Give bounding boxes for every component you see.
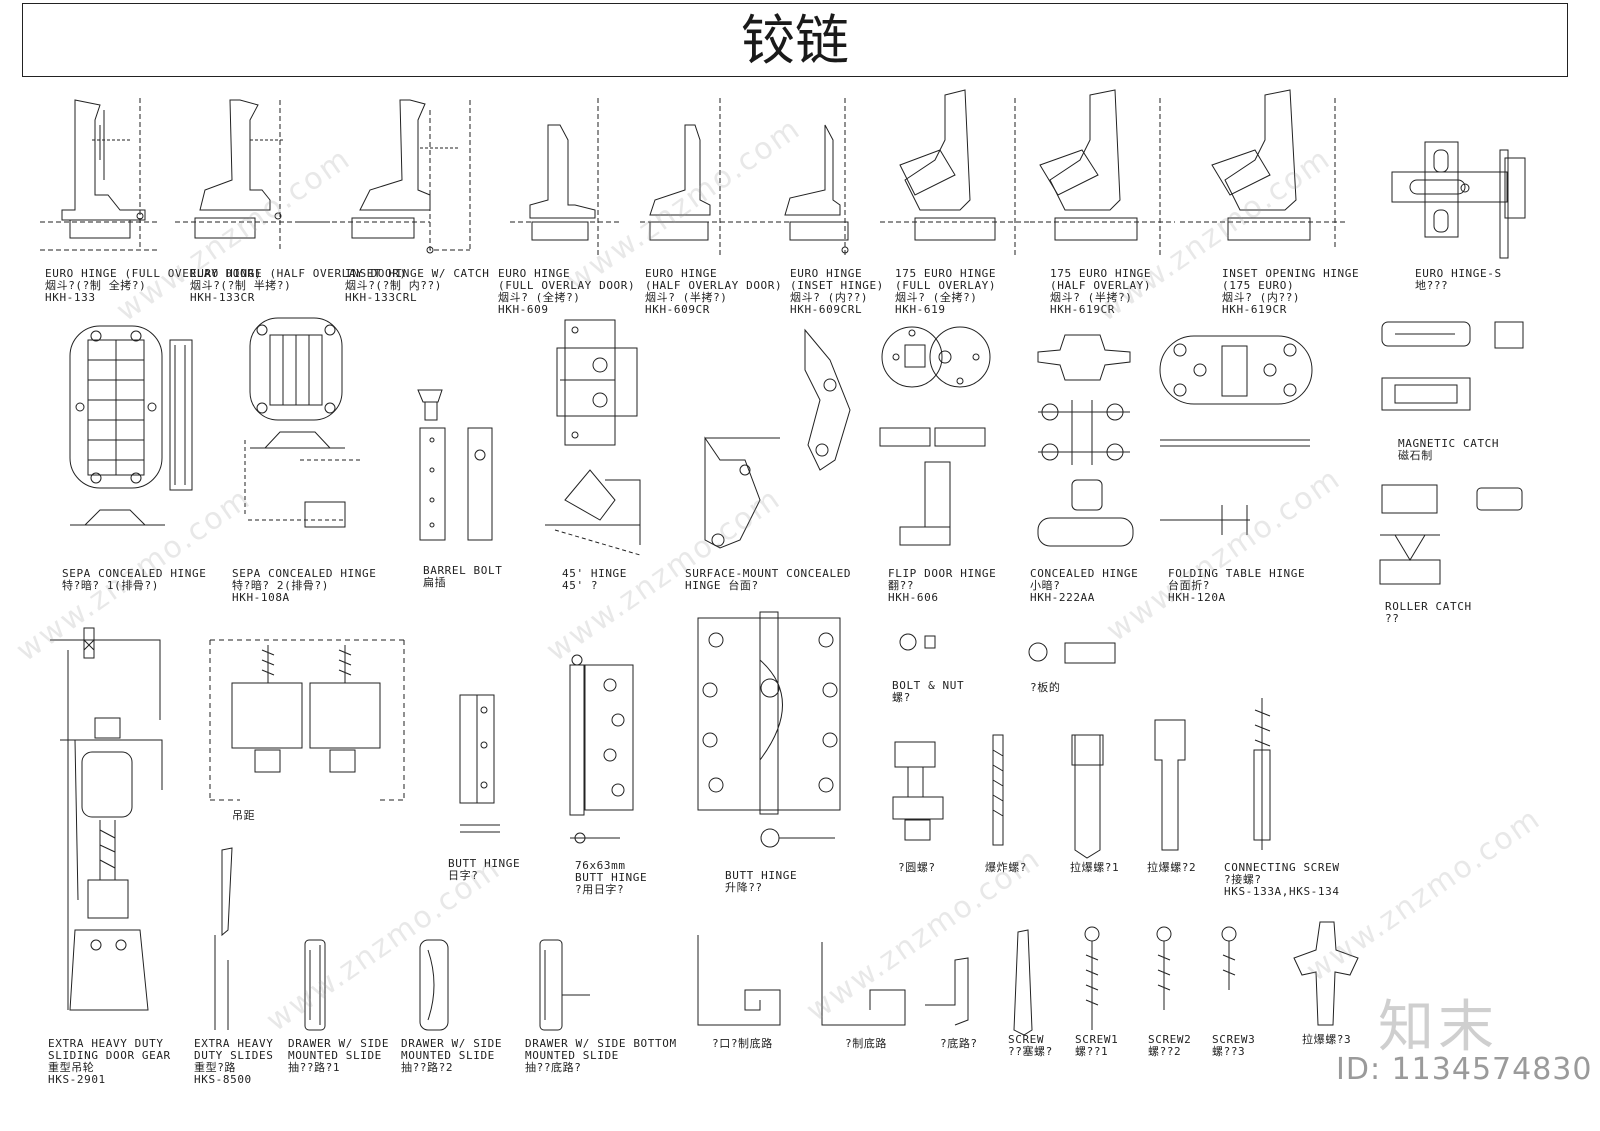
hinge-45-drawing xyxy=(545,319,641,556)
label-board: ?板的 xyxy=(1030,681,1061,694)
folding-table-hinge-drawing xyxy=(1159,335,1313,535)
butt-hinge-drawing xyxy=(459,694,500,833)
euro-hinge-s-drawing xyxy=(1391,141,1526,259)
barrel-bolt-drawing xyxy=(417,389,493,541)
bolt-nut-drawing xyxy=(892,633,1116,841)
brand-logo: 知末 xyxy=(1378,995,1498,1060)
label-euro-133: EURO HINGE (FULL OVERLAY DOOR)烟斗?(?制 全拷?… xyxy=(45,267,262,304)
label-hanger: 吊距 xyxy=(232,809,256,822)
label-connecting-screw: CONNECTING SCREW?接螺?HKS-133A,HKS-134 xyxy=(1224,861,1340,898)
label-anchor-1: 拉爆螺?1 xyxy=(1070,861,1120,874)
euro-hinge-619crl-drawing xyxy=(1180,89,1345,250)
label-euro-133cr: EURO HINGE (HALF OVERLAY DOOR)烟斗?(?制 半拷?… xyxy=(190,267,407,304)
title-frame: 铰链 xyxy=(22,3,1568,77)
label-euro-619: 175 EURO HINGE(FULL OVERLAY)烟斗? (全拷?)HKH… xyxy=(895,267,997,316)
label-euro-609: EURO HINGE(FULL OVERLAY DOOR)烟斗? (全拷?)HK… xyxy=(498,267,636,316)
euro-hinge-619-drawing xyxy=(880,89,1030,255)
butt-hinge-76-drawing xyxy=(569,654,634,844)
label-track-1: ?口?制底路 xyxy=(712,1037,773,1050)
bottom-tracks-drawing xyxy=(697,935,969,1026)
label-screw: SCREW??塞螺? xyxy=(1008,1033,1053,1058)
label-euro-609crl: EURO HINGE(INSET HINGE)烟斗? (内??)HKH-609C… xyxy=(790,267,884,316)
surface-mount-concealed-hinge-drawing xyxy=(704,328,851,549)
expansion-screws-drawing xyxy=(992,698,1271,859)
euro-hinge-609-drawing xyxy=(510,98,620,255)
label-anchor-3: 拉爆螺?3 xyxy=(1302,1033,1352,1046)
id-label: ID: 1134574830 xyxy=(1336,1052,1593,1087)
euro-hinge-133-drawing xyxy=(40,98,160,251)
label-euro-619cr: 175 EURO HINGE(HALF OVERLAY)烟斗? (半拷?)HKH… xyxy=(1050,267,1152,316)
sepa-hinge-108a-drawing xyxy=(244,317,360,528)
label-track-2: ?制底路 xyxy=(845,1037,888,1050)
label-roller-catch: ROLLER CATCH?? xyxy=(1385,600,1472,625)
drawer-side-slide-drawings xyxy=(304,939,590,1031)
label-track-3: ?底路? xyxy=(940,1037,978,1050)
label-euro-609cr: EURO HINGE(HALF OVERLAY DOOR)烟斗? (半拷?)HK… xyxy=(645,267,783,316)
page-title: 铰链 xyxy=(741,9,849,72)
screws-row-drawing xyxy=(1013,921,1359,1036)
euro-hinge-133crl-drawing xyxy=(300,99,471,254)
sepa-concealed-hinge-drawing xyxy=(69,325,193,526)
magnetic-catch-drawing xyxy=(1379,321,1524,585)
label-expansion-screw: 爆炸螺? xyxy=(985,861,1028,874)
flip-door-hinge-drawing xyxy=(879,326,991,546)
euro-hinge-609crl-drawing xyxy=(760,98,849,255)
concealed-hinge-222aa-drawing xyxy=(1037,334,1134,547)
label-ring-screw: ?圆螺? xyxy=(898,861,936,874)
sliding-door-gear-drawing xyxy=(50,627,163,1011)
heavy-duty-slides-drawing xyxy=(209,639,405,1030)
butt-hinge-rise-drawing xyxy=(697,611,841,848)
euro-hinge-609cr-drawing xyxy=(640,98,760,255)
label-euro-619crl: INSET OPENING HINGE(175 EURO)烟斗? (内??)HK… xyxy=(1222,267,1360,316)
label-anchor-2: 拉爆螺?2 xyxy=(1147,861,1197,874)
euro-hinge-619cr-drawing xyxy=(1030,89,1175,255)
